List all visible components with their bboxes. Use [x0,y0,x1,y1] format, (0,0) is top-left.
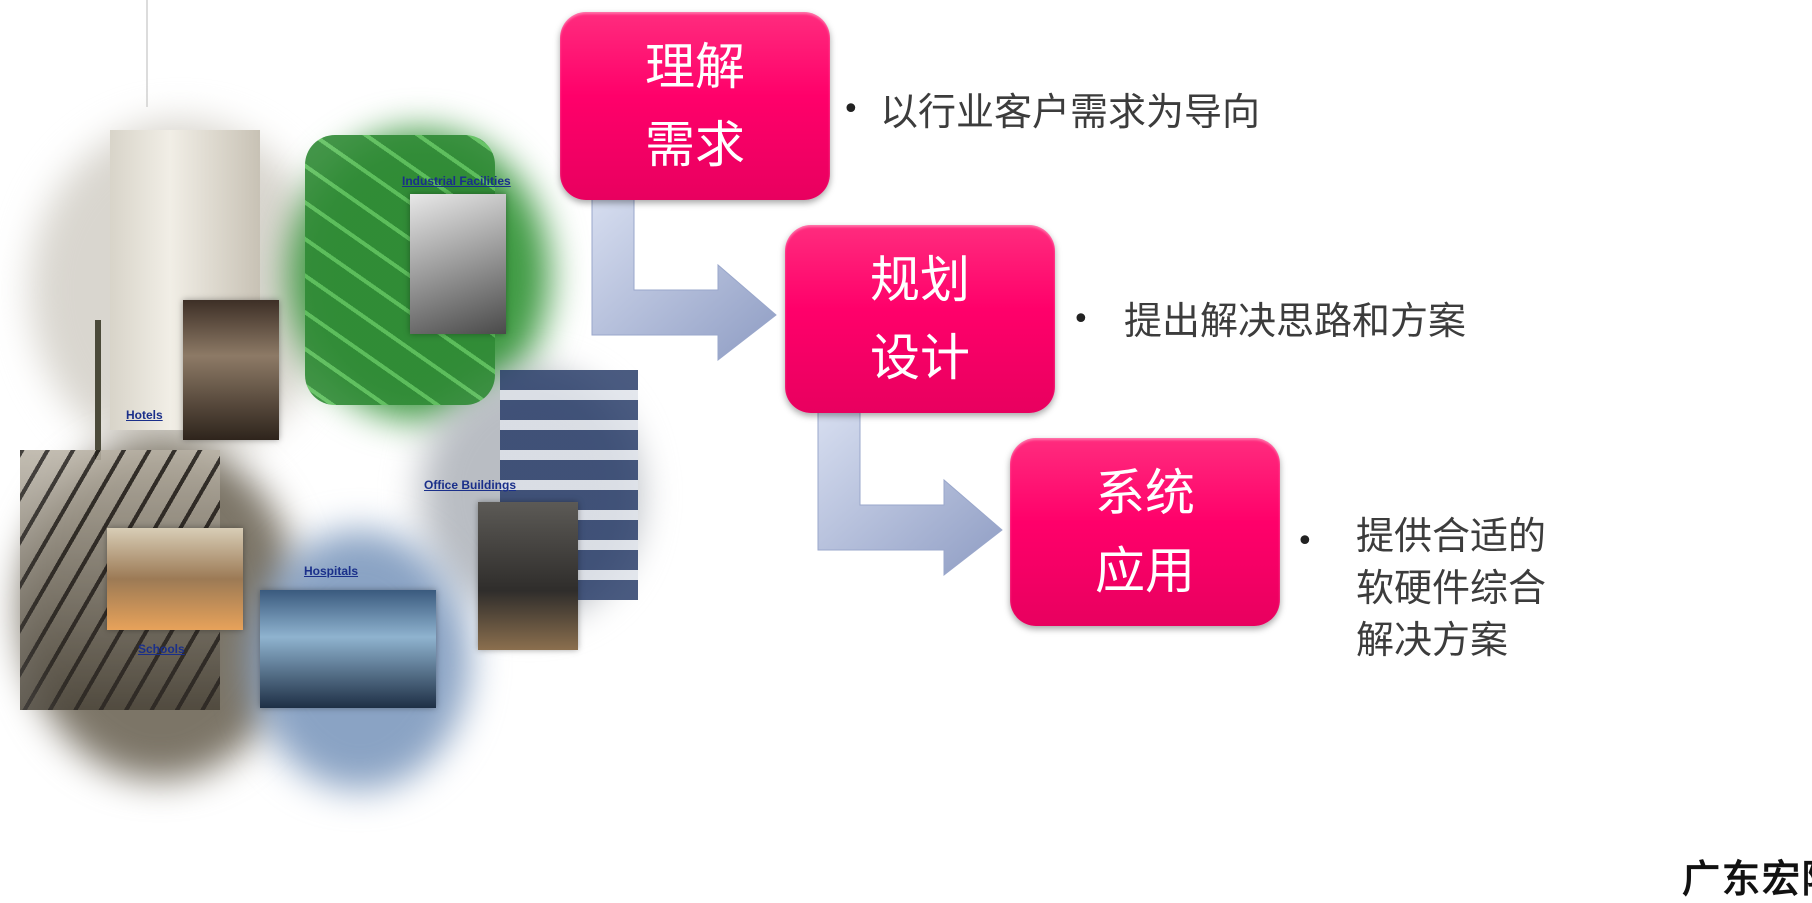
bullet-text-3: 提供合适的 软硬件综合 解决方案 [1356,510,1546,666]
flow-arrow-2 [817,410,1003,577]
bullet-3-line-3: 解决方案 [1356,618,1509,662]
divider-line [146,0,148,107]
hospital-photo [260,590,436,708]
bullet-text-1: 以行业客户需求为导向 [880,90,1261,134]
label-schools: Schools [138,642,185,656]
industry-collage: Hotels Industrial Facilities Office Buil… [0,110,650,891]
office-photo [478,502,578,650]
step-1-line1: 理解 [645,38,745,96]
step-2-line1: 规划 [870,251,970,309]
flow-arrow-1 [591,195,777,362]
company-signature-logo: 广东宏陶 [1682,856,1812,901]
step-box-understand: 理解 需求 [560,12,830,200]
step-box-apply: 系统 应用 [1010,438,1280,626]
hotel-photo [183,300,279,440]
bullet-3-line-2: 软硬件综合 [1356,566,1547,610]
school-photo [107,528,243,630]
industrial-photo [410,194,506,334]
step-3-line2: 应用 [1095,542,1195,600]
label-hotels: Hotels [126,408,163,422]
step-box-design: 规划 设计 [785,225,1055,413]
step-3-line1: 系统 [1095,464,1195,522]
palm-tree [95,320,101,460]
label-hospitals: Hospitals [304,564,359,578]
label-office: Office Buildings [424,478,517,492]
bullet-text-2: 提出解决思路和方案 [1124,299,1467,343]
bullet-3-line-1: 提供合适的 [1356,514,1547,558]
step-1-line2: 需求 [645,116,745,174]
label-industrial: Industrial Facilities [402,174,511,188]
bullet-dot-3: • [1296,524,1314,559]
step-2-line2: 设计 [870,329,970,387]
bullet-dot-1: • [842,92,860,127]
bullet-dot-2: • [1072,302,1090,337]
